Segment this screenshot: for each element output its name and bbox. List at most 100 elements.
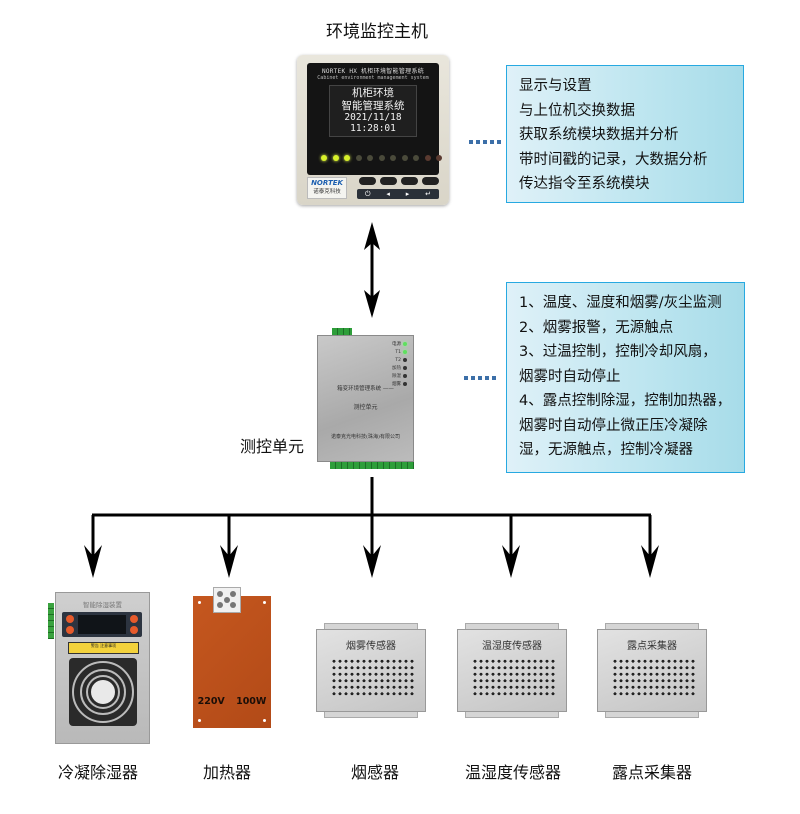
- brand-text: NORTEK: [311, 179, 343, 187]
- controller-label: 测控单元: [240, 437, 305, 456]
- dehumidifier-control-panel: [62, 612, 142, 637]
- controller-info-line: 1、温度、湿度和烟雾/灰尘监测: [519, 295, 722, 311]
- led-label: 电源: [392, 342, 401, 347]
- host-info-line: 与上位机交换数据: [519, 102, 635, 119]
- led-icon: [344, 155, 350, 161]
- host-keypad: [359, 177, 439, 185]
- controller-top-terminal: [332, 328, 352, 335]
- controller-info-line: 2、烟雾报警，无源触点: [519, 319, 674, 336]
- smoke-sensor: 烟雾传感器: [316, 623, 426, 718]
- lcd-date: 2021/11/18: [344, 112, 402, 123]
- host-status-leds: [321, 155, 442, 161]
- controller-plate-line-1: 箱变环境管理系统 ——: [337, 386, 394, 392]
- sensor-plate: 露点采集器: [627, 641, 677, 652]
- device-label-dehumidifier: 冷凝除湿器: [58, 763, 139, 782]
- controller-plate-line-2: 测控单元: [353, 404, 378, 411]
- panel-button-icon: [130, 626, 138, 634]
- controller-info-box: 1、温度、湿度和烟雾/灰尘监测 2、烟雾报警，无源触点 3、过温控制，控制冷却风…: [506, 282, 745, 473]
- controller-plate-line-3: 诺泰克光电科技(珠海)有限公司: [331, 434, 400, 440]
- device-label-heater: 加热器: [203, 763, 252, 782]
- controller-info-line: 3、过温控制，控制冷却风扇，: [519, 344, 717, 360]
- controller-info-line: 湿，无源触点，控制冷凝器: [519, 442, 693, 458]
- led-icon: [378, 155, 385, 161]
- device-label-temp-humidity: 温湿度传感器: [465, 763, 562, 782]
- branch-arrow-smoke: [363, 515, 381, 578]
- lcd-time: 11:28:01: [350, 123, 396, 134]
- brand-cn-text: 诺泰克科技: [313, 189, 341, 195]
- controller-info-line: 烟雾时自动停止微正压冷凝除: [519, 417, 708, 434]
- host-info-box: 显示与设置 与上位机交换数据 获取系统模块数据并分析 带时间戳的记录，大数据分析…: [506, 65, 744, 203]
- host-info-line: 获取系统模块数据并分析: [519, 127, 679, 143]
- led-label: 烟雾: [392, 382, 401, 387]
- dehumidifier-terminal: [48, 603, 54, 639]
- sensor-plate: 温湿度传感器: [482, 641, 542, 652]
- branch-arrow-dew-point: [641, 515, 659, 578]
- vent-holes: [331, 658, 415, 696]
- host-connector-dots: [469, 140, 501, 144]
- left-icon: ◂: [386, 190, 390, 198]
- led-icon: [401, 155, 408, 161]
- sensor-plate: 烟雾传感器: [346, 641, 396, 652]
- environment-monitoring-host: NORTEK HX 机柜环境智能管理系统 Cabinet environment…: [297, 55, 449, 205]
- host-lcd-screen: 机柜环境 智能管理系统 2021/11/18 11:28:01: [329, 85, 417, 137]
- device-label-dew-point: 露点采集器: [612, 763, 693, 782]
- key-button: [359, 177, 376, 185]
- dehumidifier-plate: 智能除湿装置: [83, 601, 122, 609]
- host-subheader-text: Cabinet environment management system: [317, 75, 429, 81]
- branch-arrows: [84, 515, 659, 578]
- bidirectional-arrow: [364, 222, 380, 318]
- led-icon: [403, 365, 407, 370]
- key-button: [422, 177, 439, 185]
- condensing-dehumidifier: 智能除湿装置 警告 注意事项: [48, 592, 150, 744]
- measurement-control-unit: 电源 T1 T2 加热 除湿 烟雾 箱变环境管理系统 —— 测控单元 诺泰克光电…: [317, 335, 414, 462]
- key-button: [401, 177, 418, 185]
- led-icon: [390, 155, 396, 161]
- vent-holes: [612, 658, 696, 696]
- heater: 220V 100W: [193, 587, 271, 728]
- key-button: [380, 177, 397, 185]
- heater-terminal-block: [213, 587, 241, 613]
- led-label: 加热: [392, 366, 401, 371]
- led-icon: [355, 155, 362, 161]
- host-title: 环境监控主机: [326, 22, 428, 42]
- led-icon: [424, 155, 431, 161]
- panel-button-icon: [66, 626, 74, 634]
- led-icon: [436, 155, 442, 161]
- panel-button-icon: [66, 615, 74, 623]
- lcd-line-1: 机柜环境: [352, 87, 394, 99]
- controller-connector-dots: [464, 376, 496, 380]
- fan-icon: [69, 658, 137, 726]
- branch-arrow-dehumidifier: [84, 515, 102, 578]
- device-label-smoke: 烟感器: [351, 763, 400, 782]
- controller-led-column: 电源 T1 T2 加热 除湿 烟雾: [392, 341, 407, 389]
- led-icon: [403, 373, 407, 378]
- led-icon: [403, 341, 407, 346]
- enter-icon: ↵: [425, 190, 432, 198]
- led-icon: [321, 155, 327, 161]
- controller-info-line: 烟雾时自动停止: [519, 368, 621, 385]
- controller-bottom-terminal: [330, 462, 414, 469]
- host-key-legend: ⏻ ◂ ▸ ↵: [357, 189, 439, 199]
- lcd-line-2: 智能管理系统: [341, 99, 405, 112]
- temp-humidity-sensor: 温湿度传感器: [457, 623, 567, 718]
- vent-holes: [472, 658, 556, 696]
- led-label: 除湿: [392, 374, 401, 379]
- host-info-line: 传达指令至系统模块: [519, 176, 650, 192]
- led-label: T2: [395, 358, 401, 363]
- led-icon: [403, 381, 407, 386]
- led-icon: [413, 155, 419, 161]
- led-icon: [367, 155, 373, 161]
- led-label: T1: [395, 350, 401, 355]
- host-info-line: 显示与设置: [519, 78, 592, 94]
- controller-info-line: 4、露点控制除湿，控制加热器，: [519, 393, 732, 409]
- branch-arrow-temp-humidity: [502, 515, 520, 578]
- host-header-text: NORTEK HX 机柜环境智能管理系统: [321, 68, 425, 75]
- power-icon: ⏻: [364, 189, 371, 198]
- led-icon: [403, 357, 407, 362]
- warning-label: 警告 注意事项: [68, 642, 139, 654]
- led-icon: [403, 349, 407, 354]
- right-icon: ▸: [405, 190, 410, 198]
- host-front-panel: NORTEK HX 机柜环境智能管理系统 Cabinet environment…: [307, 63, 442, 175]
- nortek-logo: NORTEK 诺泰克科技: [307, 177, 347, 199]
